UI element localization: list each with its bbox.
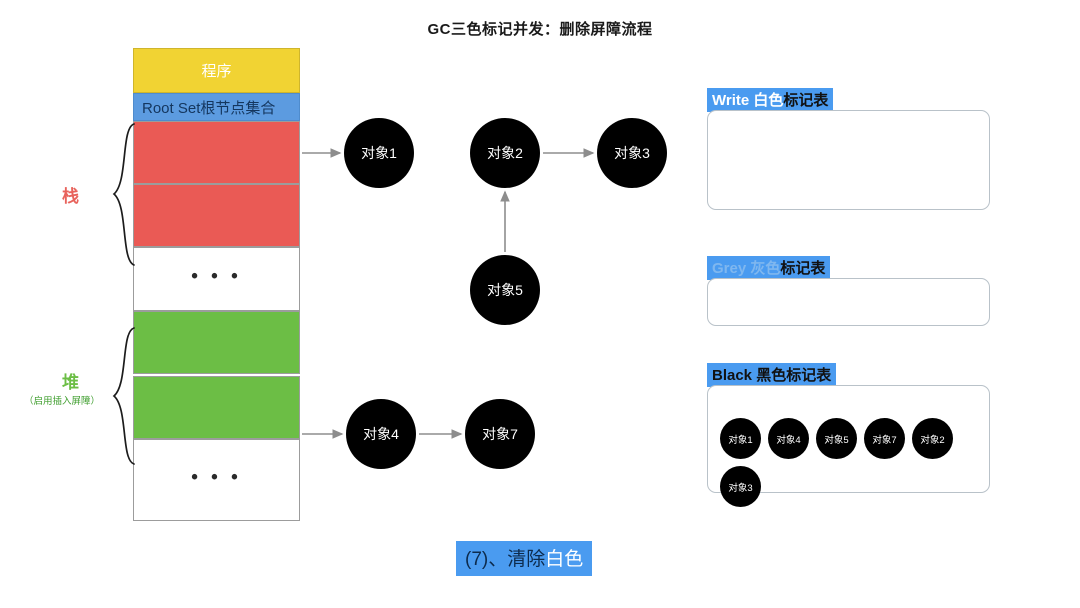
memory-cell-program: 程序: [133, 48, 300, 93]
grey-title-en: Grey: [712, 260, 751, 277]
mark-table-chip[interactable]: 对象2: [912, 418, 953, 459]
graph-node-obj2-label: 对象2: [487, 145, 523, 161]
memory-cell-heap-overflow: • • •: [133, 439, 300, 521]
graph-node-obj7-label: 对象7: [482, 426, 518, 442]
grey-mark-table-title: Grey 灰色标记表: [707, 256, 831, 280]
memory-cell-stack-overflow: • • •: [133, 247, 300, 311]
step-caption: (7)、清除白色: [456, 541, 593, 576]
graph-node-obj7[interactable]: 对象7: [465, 399, 535, 469]
graph-node-obj3-label: 对象3: [614, 145, 650, 161]
stack-brace-icon: [112, 123, 135, 266]
black-title-en: Black: [712, 367, 757, 384]
heap-brace-icon: [112, 327, 135, 465]
white-title-en: Write: [712, 92, 754, 109]
step-caption-text: (7)、清除: [465, 549, 546, 570]
memory-cell-heap-slot-1: [133, 311, 300, 374]
region-label-stack: 栈: [62, 187, 79, 206]
graph-node-obj5-label: 对象5: [487, 282, 523, 298]
ellipsis-stack: • • •: [191, 265, 242, 287]
memory-cell-stack-slot-1: [133, 121, 300, 184]
graph-node-obj4-label: 对象4: [363, 426, 399, 442]
memory-cell-heap-slot-2: [133, 376, 300, 439]
mark-table-chip[interactable]: 对象4: [768, 418, 809, 459]
rootset-label: Root Set根节点集合: [142, 99, 276, 117]
graph-node-obj2[interactable]: 对象2: [470, 118, 540, 188]
graph-node-obj5[interactable]: 对象5: [470, 255, 540, 325]
white-mark-table-body: [707, 110, 990, 210]
memory-cell-rootset: Root Set根节点集合: [133, 93, 300, 121]
graph-node-obj1[interactable]: 对象1: [344, 118, 414, 188]
graph-node-obj3[interactable]: 对象3: [597, 118, 667, 188]
grey-title-cn-hl: 灰色: [750, 260, 781, 277]
grey-mark-table: Grey 灰色标记表: [707, 256, 990, 326]
mark-table-chip[interactable]: 对象7: [864, 418, 905, 459]
black-mark-table-title: Black 黑色标记表: [707, 363, 837, 387]
mark-table-chip[interactable]: 对象1: [720, 418, 761, 459]
black-title-cn: 标记表: [786, 367, 832, 384]
program-label: 程序: [201, 63, 232, 80]
mark-table-chip[interactable]: 对象5: [816, 418, 857, 459]
white-mark-table: Write 白色标记表: [707, 88, 990, 210]
step-caption-highlight: 白色: [545, 549, 584, 570]
region-sublabel-heap: （启用插入屏障）: [24, 396, 101, 407]
graph-node-obj1-label: 对象1: [361, 145, 397, 161]
region-label-heap: 堆: [62, 373, 79, 392]
white-mark-table-title: Write 白色标记表: [707, 88, 834, 112]
ellipsis-heap: • • •: [191, 466, 242, 488]
memory-cell-stack-slot-2: [133, 184, 300, 247]
page-title: GC三色标记并发：删除屏障流程: [427, 21, 653, 38]
grey-title-cn: 标记表: [780, 260, 826, 277]
black-title-cn-hl: 黑色: [756, 367, 787, 384]
white-title-cn: 标记表: [783, 92, 829, 109]
grey-mark-table-body: [707, 278, 990, 326]
memory-column: 程序 Root Set根节点集合 • • • • • •: [133, 48, 300, 521]
mark-table-chip[interactable]: 对象3: [720, 466, 761, 507]
white-title-cn-hl: 白色: [753, 92, 784, 109]
graph-node-obj4[interactable]: 对象4: [346, 399, 416, 469]
